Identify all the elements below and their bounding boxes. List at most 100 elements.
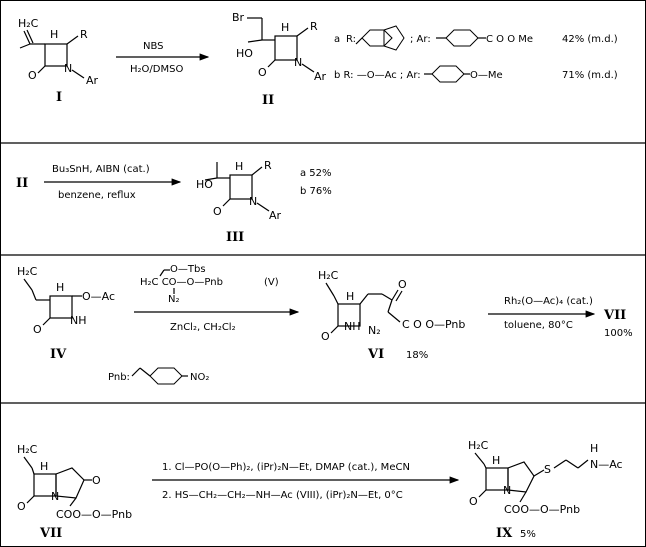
n-label: N	[503, 484, 511, 497]
reagent-step2: 2. HS—CH₂—CH₂—NH—Ac (VIII), (iPr)₂N—Et, …	[162, 490, 403, 501]
lactam-ring	[229, 174, 253, 200]
ho-label: HO	[196, 178, 213, 191]
yield-VI: 18%	[406, 350, 428, 361]
variant-b-yield: 71% (m.d.)	[562, 70, 618, 81]
o-label: O	[321, 330, 330, 343]
nitrophenyl-icon	[149, 367, 183, 385]
pnb-label: Pnb:	[108, 372, 130, 383]
ar-label: Ar	[269, 209, 282, 222]
h-label: H	[235, 160, 243, 173]
ketone-o-label: O	[398, 278, 407, 291]
reagent-bu3snh: Bu₃SnH, AIBN (cat.)	[52, 164, 150, 175]
compound-label-IV: IV	[50, 347, 67, 362]
h-label: H	[346, 290, 354, 303]
variant-b-sub: O—Me	[470, 70, 503, 81]
n-label: N	[51, 490, 59, 503]
o-label: O	[17, 500, 26, 513]
h-label: H	[281, 21, 289, 34]
reagent-v-ester: H₂C CO—O—Pnb	[140, 277, 223, 288]
vinyl-label: H₂C	[318, 269, 339, 282]
variant-a-yield: 42% (m.d.)	[562, 34, 618, 45]
pnb-definition: Pnb: NO₂	[108, 367, 209, 385]
lactam-ring	[49, 295, 73, 319]
reagent-benzene: benzene, reflux	[58, 190, 136, 201]
n-label: N	[64, 62, 72, 75]
compound-VI: H₂C H O N₂ C O O—Pnb O NH VI 18%	[318, 269, 465, 362]
variant-a: a R: ; Ar: C O O Me 42% (m.d.)	[334, 25, 618, 51]
nh-label: H	[590, 442, 598, 455]
compound-I: H₂C H R O N Ar I	[18, 17, 99, 105]
variant-a-ar: ; Ar:	[410, 34, 431, 45]
phenyl-ring-icon	[445, 29, 479, 47]
nh-label: NH	[70, 314, 87, 327]
compound-IX: H₂C H S H N—Ac O N COO—O—Pnb IX 5%	[468, 439, 623, 541]
ester-label: COO—O—Pnb	[504, 503, 580, 516]
reagent-h2o-dmso: H₂O/DMSO	[130, 64, 183, 75]
variant-b-text: b R: —O—Ac ; Ar:	[334, 70, 421, 81]
reagent-toluene: toluene, 80°C	[504, 320, 573, 331]
compound-label-IX: IX	[496, 526, 513, 541]
yield-a: a 52%	[300, 168, 332, 179]
reagent-v-otbs: O—Tbs	[170, 264, 206, 275]
vinyl-label: H₂C	[468, 439, 489, 452]
yield-IX: 5%	[520, 529, 536, 540]
r-label: R	[264, 159, 272, 172]
reagent-V: O—Tbs H₂C CO—O—Pnb N₂ (V)	[140, 264, 279, 305]
h-label: H	[50, 28, 58, 41]
o-label: O	[33, 323, 42, 336]
nac-label: N—Ac	[590, 458, 623, 471]
reagent-v-n2: N₂	[168, 294, 180, 305]
vinyl-label: H₂C	[17, 443, 38, 456]
compound-label-VII-ref: VII	[603, 308, 626, 323]
nh-label: NH	[344, 320, 361, 333]
vinyl-label: H₂C	[17, 265, 38, 278]
s-label: S	[544, 463, 551, 476]
phenyl-ring-icon	[431, 65, 465, 83]
compound-label-III: III	[226, 230, 244, 245]
benzodioxole-icon	[361, 29, 393, 47]
compound-VII: H₂C H O O N COO—O—Pnb VII	[17, 443, 132, 541]
r-label: R	[310, 20, 318, 33]
variant-a-r: R:	[346, 34, 356, 45]
ester-label: C O O—Pnb	[402, 318, 465, 331]
variant-a-ester: C O O Me	[486, 34, 533, 45]
reagent-rh2: Rh₂(O—Ac)₄ (cat.)	[504, 296, 593, 307]
o-label: O	[213, 205, 222, 218]
ar-label: Ar	[86, 74, 99, 87]
r-label: R	[80, 28, 88, 41]
oac-label: O—Ac	[82, 290, 115, 303]
br-label: Br	[232, 11, 245, 24]
o-label: O	[258, 66, 267, 79]
vinyl-label: H₂C	[18, 17, 39, 30]
o-label: O	[28, 69, 37, 82]
o-label: O	[469, 495, 478, 508]
h-label: H	[40, 460, 48, 473]
n-label: N	[249, 195, 257, 208]
pnb-nitro: NO₂	[190, 372, 209, 383]
reagent-zncl2: ZnCl₂, CH₂Cl₂	[170, 322, 236, 333]
compound-label-I: I	[56, 90, 62, 105]
h-label: H	[492, 454, 500, 467]
lactam-ring	[274, 35, 298, 61]
yield-b: b 76%	[300, 186, 332, 197]
ester-label: COO—O—Pnb	[56, 508, 132, 521]
h-label: H	[56, 281, 64, 294]
compound-IV: H₂C H O—Ac O NH IV	[17, 265, 115, 362]
variant-a-tag: a	[334, 34, 340, 45]
pyrroline-ring	[507, 461, 535, 493]
yield-VII: 100%	[604, 328, 633, 339]
lactam-ring	[337, 303, 361, 327]
ho-label: HO	[236, 47, 253, 60]
ar-label: Ar	[314, 70, 327, 83]
reagent-v-label: (V)	[264, 277, 279, 288]
pyrrolidine-ring	[55, 467, 85, 499]
variant-b: b R: —O—Ac ; Ar: O—Me 71% (m.d.)	[334, 65, 618, 83]
compound-label-II-ref: II	[16, 176, 28, 191]
diazo-label: N₂	[368, 324, 381, 337]
reagent-nbs: NBS	[143, 41, 164, 52]
compound-label-VII: VII	[39, 526, 62, 541]
compound-label-VI: VI	[367, 347, 384, 362]
reagent-step1: 1. Cl—PO(O—Ph)₂, (iPr)₂N—Et, DMAP (cat.)…	[162, 462, 410, 473]
ketone-o-label: O	[92, 474, 101, 487]
